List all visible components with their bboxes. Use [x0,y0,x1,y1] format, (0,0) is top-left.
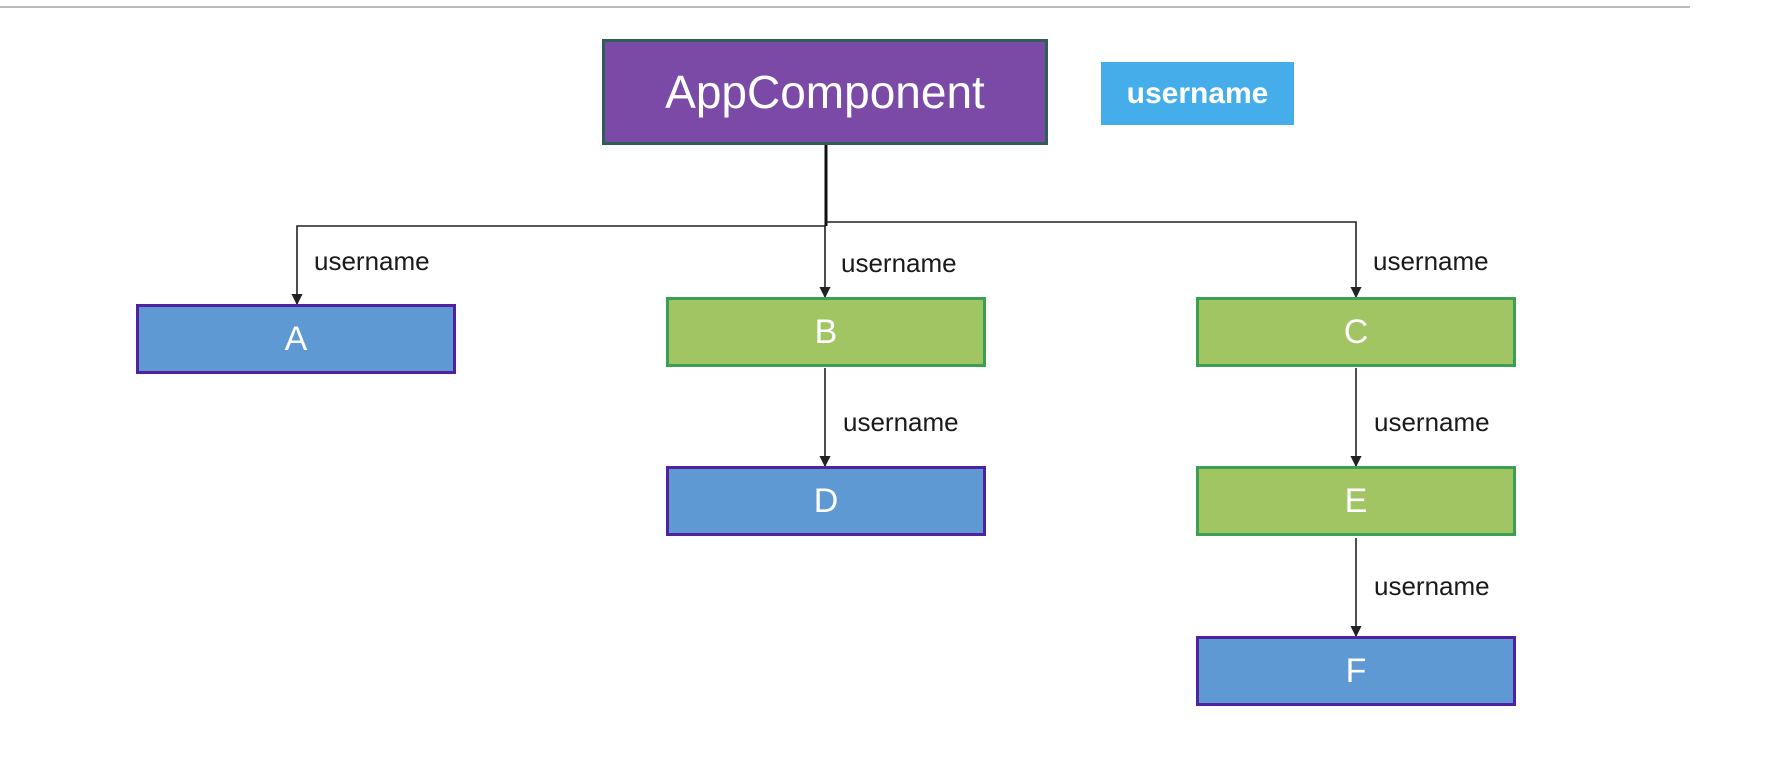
username-state-badge: username [1101,62,1294,125]
edge-label-root-to-b: username [841,248,957,278]
node-a-label: A [284,319,308,358]
app-component-node: AppComponent [602,39,1048,145]
node-f-label: F [1345,651,1367,690]
node-c-label: C [1343,312,1369,351]
edge-root-to-a [291,225,826,306]
edge-label-b-to-d: username [843,407,959,437]
node-b: B [666,297,986,367]
node-e-label: E [1344,481,1368,520]
node-b-label: B [814,312,838,351]
edge-label-root-to-a: username [314,246,430,276]
node-e: E [1196,466,1516,536]
node-a: A [136,304,456,374]
app-component-label: AppComponent [665,66,985,118]
edge-label-root-to-c: username [1373,246,1489,276]
edge-label-c-to-e: username [1374,407,1490,437]
edge-root-to-c [826,221,1362,299]
node-c: C [1196,297,1516,367]
node-f: F [1196,636,1516,706]
edge-label-e-to-f: username [1374,571,1490,601]
node-d-label: D [813,481,839,520]
username-state-label: username [1126,76,1269,110]
node-d: D [666,466,986,536]
